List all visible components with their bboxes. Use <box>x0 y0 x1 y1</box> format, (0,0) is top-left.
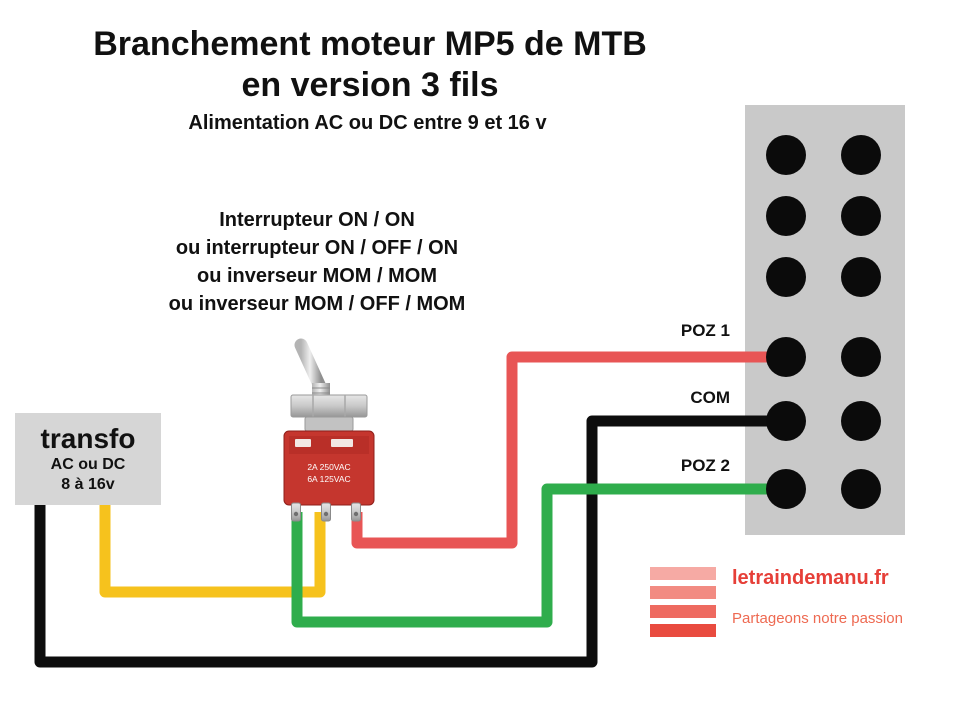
switch-rating-line2: 6A 125VAC <box>307 474 350 484</box>
switch-options-text: Interrupteur ON / ON ou interrupteur ON … <box>87 206 547 318</box>
label-com: COM <box>690 388 730 407</box>
logo-stripe <box>650 586 716 599</box>
connector-hole <box>766 337 806 377</box>
switch-washer <box>304 416 354 432</box>
wire-green-switch-to-poz2 <box>291 483 786 628</box>
connector-hole <box>841 135 881 175</box>
wire-red-switch-to-poz1 <box>351 351 786 549</box>
diagram-subtitle: Alimentation AC ou DC entre 9 et 16 v <box>188 112 547 134</box>
diagram-title: Branchement moteur MP5 de MTB en version… <box>0 24 740 106</box>
connector-hole <box>841 469 881 509</box>
connector-hole <box>841 196 881 236</box>
logo-stripe <box>650 624 716 637</box>
transfo-supply-type: AC ou DC <box>50 456 126 473</box>
connector-hole <box>766 257 806 297</box>
transfo-label: transfo <box>40 423 136 454</box>
logo-stripes <box>650 567 716 643</box>
connector-panel <box>745 105 905 535</box>
connector-hole <box>766 196 806 236</box>
transfo-box: transfo AC ou DC 8 à 16v <box>15 413 161 505</box>
connector-hole <box>766 135 806 175</box>
switch-pin-middle <box>321 502 331 522</box>
logo-tagline: Partageons notre passion <box>732 610 903 627</box>
transfo-voltage: 8 à 16v <box>61 476 115 493</box>
connector-hole <box>841 257 881 297</box>
logo-stripe <box>650 605 716 618</box>
switch-rating-line1: 2A 250VAC <box>307 462 350 472</box>
switch-body-mark <box>331 439 353 447</box>
connector-hole <box>766 469 806 509</box>
logo-site: letraindemanu.fr <box>732 567 889 589</box>
switch-option-line: ou inverseur MOM / MOM <box>196 265 438 287</box>
switch-pin-right <box>351 502 361 522</box>
switch-hex-nut <box>290 394 368 418</box>
label-poz1: POZ 1 <box>680 321 730 340</box>
switch-pin-left <box>291 502 301 522</box>
title-line1: Branchement moteur MP5 de MTB <box>93 25 647 63</box>
switch-option-line: ou interrupteur ON / OFF / ON <box>175 237 459 259</box>
switch-option-line: Interrupteur ON / ON <box>219 209 415 231</box>
switch-body-mark <box>295 439 311 447</box>
wire-yellow-transfo-to-switch <box>99 498 326 598</box>
connector-holes <box>745 105 905 535</box>
connector-hole <box>766 401 806 441</box>
title-line2: en version 3 fils <box>241 66 499 104</box>
connector-hole <box>841 337 881 377</box>
switch-lever <box>294 338 328 396</box>
connector-hole <box>841 401 881 441</box>
label-poz2: POZ 2 <box>680 456 730 475</box>
toggle-switch-photo: 2A 250VAC 6A 125VAC <box>283 338 375 522</box>
logo-stripe <box>650 567 716 580</box>
switch-option-line: ou inverseur MOM / OFF / MOM <box>168 293 466 315</box>
wire-black-transfo-to-com <box>34 415 786 668</box>
